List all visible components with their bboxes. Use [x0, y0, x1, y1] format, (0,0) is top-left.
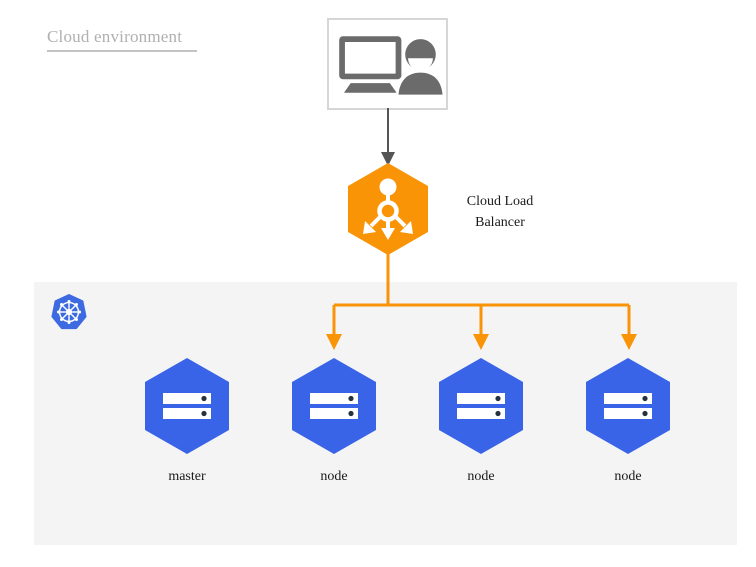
- node-hexagon: [439, 358, 523, 454]
- cluster-node-label: master: [168, 469, 206, 484]
- load-balancer-label: Cloud Load Balancer: [440, 191, 560, 233]
- server-icon: [457, 393, 505, 419]
- client-box[interactable]: [327, 18, 448, 110]
- node-hexagon: [292, 358, 376, 454]
- cluster-node-2[interactable]: [439, 358, 523, 454]
- server-icon: [604, 393, 652, 419]
- load-balancer-label-line2: Balancer: [475, 215, 525, 230]
- cluster-node-3[interactable]: [586, 358, 670, 454]
- load-balancer-label-line1: Cloud Load: [466, 194, 534, 209]
- page-title-underline: [47, 50, 197, 52]
- page-title: Cloud environment: [47, 27, 183, 46]
- client-icons-group: [339, 36, 443, 95]
- node-hexagon: [586, 358, 670, 454]
- cluster-node-label: node: [614, 469, 642, 484]
- load-balancer-hexagon: [348, 163, 428, 255]
- connector-load-balancer-to-nodes: [326, 253, 637, 350]
- load-balancer-icon: [363, 178, 413, 240]
- server-icon: [163, 393, 211, 419]
- load-balancer-node[interactable]: [348, 163, 428, 255]
- cluster-node-master[interactable]: [145, 358, 229, 454]
- user-icon: [398, 39, 443, 95]
- cluster-node-label: node: [467, 469, 495, 484]
- server-icon: [310, 393, 358, 419]
- kubernetes-logo: [51, 294, 87, 330]
- monitor-icon: [339, 36, 402, 93]
- node-hexagon: [145, 358, 229, 454]
- cluster-node-1[interactable]: [292, 358, 376, 454]
- cluster-node-label: node: [320, 469, 348, 484]
- connector-client-to-load-balancer: [381, 108, 395, 166]
